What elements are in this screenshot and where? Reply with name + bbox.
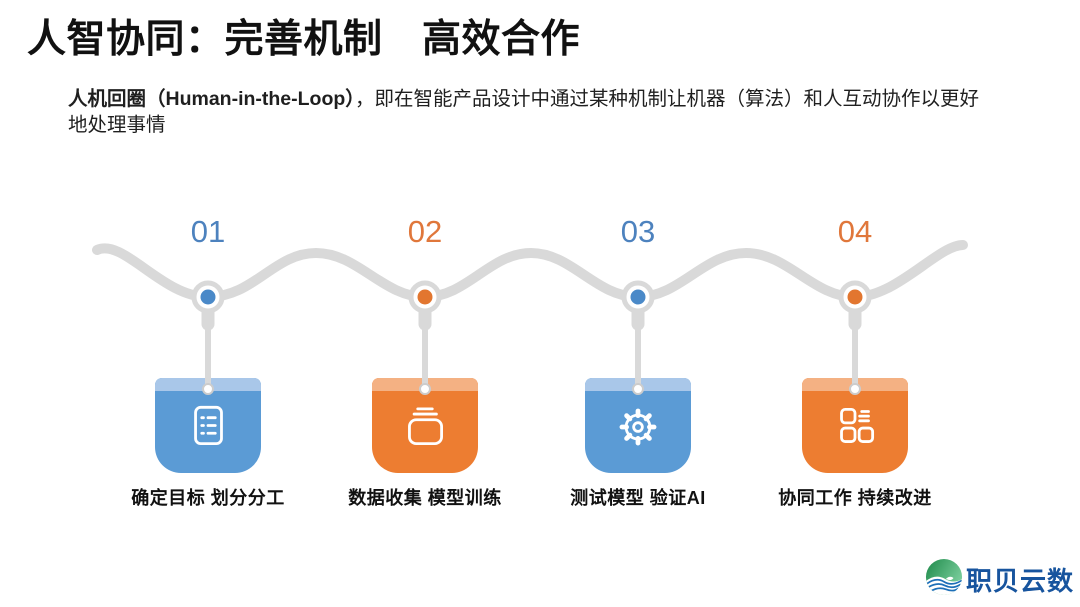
step-label: 确定目标 划分分工 [131, 488, 285, 508]
step-number: 03 [620, 214, 656, 249]
intro-description: ，即在智能产品设计中通过某种机制让机器（算法）和人互动协作以更好地处理事情 [68, 88, 980, 136]
step-number: 04 [837, 214, 873, 249]
logo-globe-icon [925, 558, 963, 601]
step-label: 协同工作 持续改进 [778, 488, 932, 508]
step-column-1: 01 确定目标 划分分工 [128, 215, 288, 515]
step-number: 01 [190, 214, 226, 249]
gear-icon [610, 398, 666, 454]
page-title: 人智协同：完善机制 高效合作 [27, 18, 581, 61]
logo-text: 职贝云数 [965, 566, 1074, 596]
brand-logo: 职贝云数 [925, 558, 1074, 601]
step-label: 测试模型 验证AI [570, 488, 706, 508]
step-box [155, 378, 261, 473]
step-column-3: 03 测试模型 验证AI [558, 215, 718, 515]
intro-text: 人机回圈（Human-in-the-Loop），即在智能产品设计中通过某种机制让… [68, 86, 984, 138]
task-list-icon [180, 398, 236, 454]
step-column-2: 02 数据收集 模型训练 [345, 215, 505, 515]
step-box [372, 378, 478, 473]
step-box [585, 378, 691, 473]
step-number: 02 [407, 214, 443, 249]
storage-box-icon [397, 398, 453, 454]
step-label: 数据收集 模型训练 [348, 488, 502, 508]
step-box [802, 378, 908, 473]
intro-term: 人机回圈（Human-in-the-Loop） [68, 88, 356, 110]
step-column-4: 04 协同工作 持续改进 [775, 215, 935, 515]
grid-components-icon [827, 398, 883, 454]
